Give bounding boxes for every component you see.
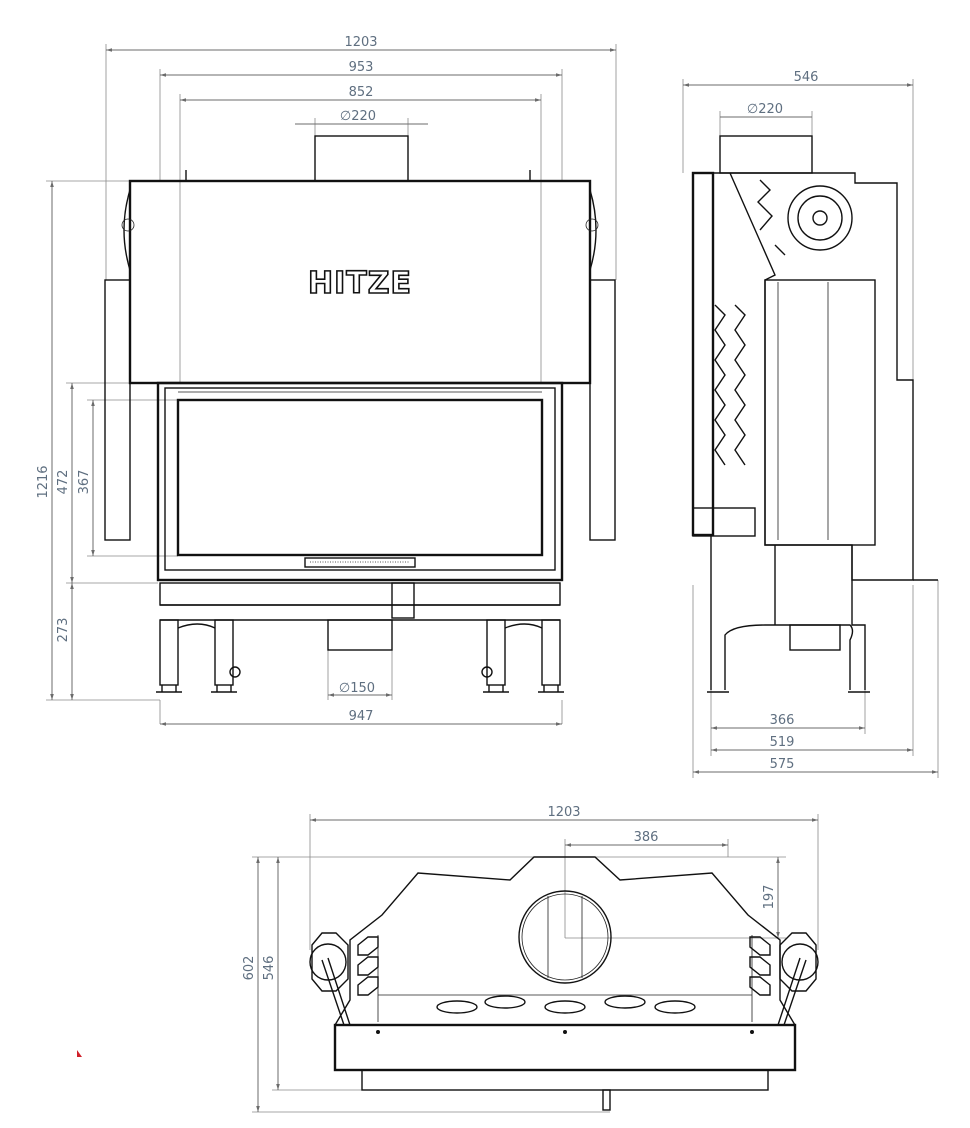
top-dimension-lines [256,818,818,1112]
red-marker [77,1050,82,1057]
dim-front-leg-span: 947 [349,709,374,724]
front-view: 1203 953 852 ∅220 1216 472 367 273 ∅150 … [36,35,617,726]
dim-top-flue-offset: 386 [634,830,659,845]
dim-front-glass-height: 367 [77,470,92,495]
dim-top-depth-body: 546 [262,956,277,981]
top-view: 1203 386 197 602 546 [242,805,819,1113]
dim-side-flue-diameter: ∅220 [747,102,783,117]
dim-front-width-body: 953 [349,60,374,75]
dim-side-depth-top: 546 [794,70,819,85]
dim-front-width-inner: 852 [349,85,374,100]
top-body [309,856,819,1111]
dim-top-width-overall: 1203 [547,805,580,820]
dim-front-flue-diameter: ∅220 [340,109,376,124]
front-extension-lines [46,44,617,724]
dim-side-leg-depth: 366 [770,713,795,728]
front-body: HITZE [104,135,616,693]
top-extension-lines [252,814,819,1113]
dim-side-depth-overall: 575 [770,757,795,772]
dim-top-flue-depth: 197 [762,885,777,910]
dim-front-width-overall: 1203 [344,35,377,50]
side-body [691,135,938,693]
dim-front-door-height: 472 [56,470,71,495]
side-view: 546 ∅220 366 519 575 [682,70,939,778]
front-dimension-lines [50,48,616,726]
dim-side-depth-body: 519 [770,735,795,750]
dim-front-height-overall: 1216 [36,465,51,498]
dim-front-air-inlet: ∅150 [339,681,375,696]
dim-top-depth-overall: 602 [242,956,257,981]
side-dimension-lines [683,83,938,774]
side-extension-lines [682,79,939,778]
brand-logo: HITZE [308,266,412,301]
dim-front-base-height: 273 [56,618,71,643]
